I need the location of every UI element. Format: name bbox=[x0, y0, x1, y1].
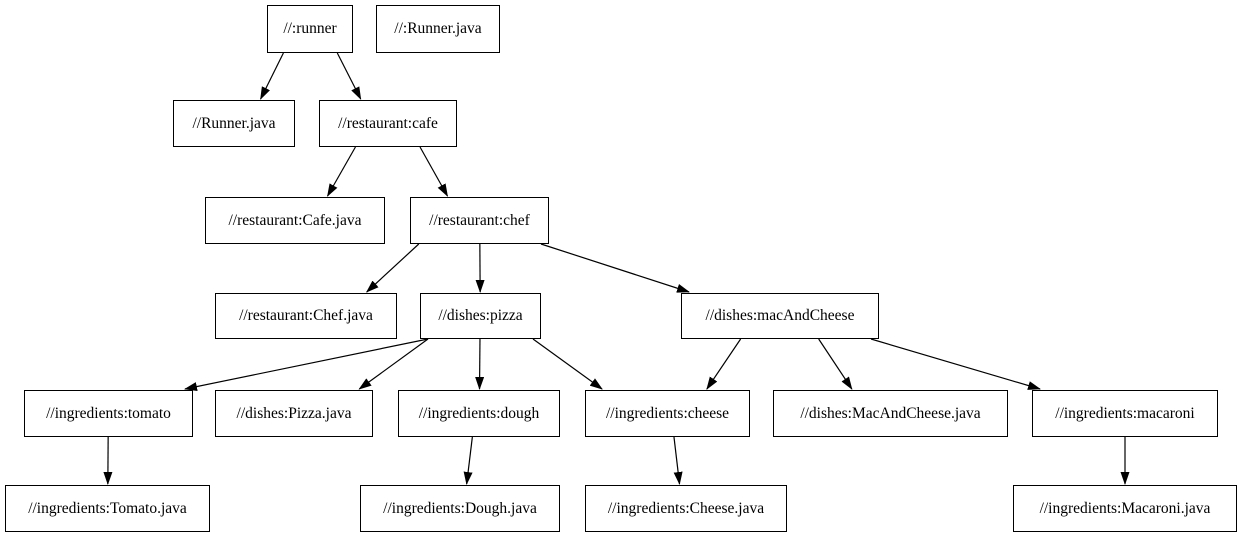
graph-edge-cafe-to-cafe-java bbox=[327, 146, 356, 197]
graph-node-dough: //ingredients:dough bbox=[398, 390, 560, 437]
graph-node-cafe: //restaurant:cafe bbox=[319, 100, 457, 147]
graph-node-label: //ingredients:dough bbox=[418, 404, 540, 422]
graph-node-label: //ingredients:Macaroni.java bbox=[1039, 499, 1211, 517]
graph-node-mac-and-cheese: //dishes:macAndCheese bbox=[681, 293, 879, 339]
graph-edge-dough-to-dough-java bbox=[463, 436, 473, 485]
graph-node-label: //restaurant:chef bbox=[429, 211, 530, 229]
graph-node-mac-java: //dishes:MacAndCheese.java bbox=[773, 390, 1008, 437]
graph-node-label: //ingredients:Cheese.java bbox=[607, 499, 765, 517]
graph-node-chef-java: //restaurant:Chef.java bbox=[215, 293, 397, 339]
graph-node-label: //ingredients:Dough.java bbox=[383, 499, 537, 517]
graph-edge-chef-to-mac-and-cheese bbox=[540, 243, 690, 293]
graph-edge-pizza-to-cheese bbox=[532, 338, 603, 390]
graph-node-runner-java-top: //:Runner.java bbox=[376, 5, 500, 53]
graph-node-cafe-java: //restaurant:Cafe.java bbox=[205, 197, 385, 244]
graph-edge-runner-to-cafe bbox=[336, 52, 362, 100]
graph-node-runner-java: //Runner.java bbox=[173, 100, 295, 147]
graph-node-label: //dishes:Pizza.java bbox=[236, 404, 352, 422]
graph-node-chef: //restaurant:chef bbox=[410, 197, 549, 244]
graph-node-macaroni: //ingredients:macaroni bbox=[1032, 390, 1218, 437]
graph-edge-mac-and-cheese-to-mac-java bbox=[818, 338, 853, 390]
graph-edge-pizza-to-tomato bbox=[184, 338, 429, 391]
graph-edge-cheese-to-cheese-java bbox=[673, 436, 683, 485]
graph-node-label: //restaurant:cafe bbox=[338, 114, 438, 132]
graph-node-label: //ingredients:macaroni bbox=[1055, 404, 1195, 422]
graph-edge-mac-and-cheese-to-cheese bbox=[706, 338, 742, 390]
graph-edge-pizza-to-pizza-java bbox=[358, 338, 429, 390]
graph-edge-cafe-to-chef bbox=[419, 146, 448, 197]
graph-node-label: //restaurant:Cafe.java bbox=[228, 211, 362, 229]
graph-node-macaroni-java: //ingredients:Macaroni.java bbox=[1013, 485, 1237, 532]
graph-node-label: //ingredients:Tomato.java bbox=[28, 499, 187, 517]
graph-node-label: //:Runner.java bbox=[394, 20, 482, 38]
graph-edge-mac-and-cheese-to-macaroni bbox=[870, 338, 1041, 390]
graph-node-runner: //:runner bbox=[267, 5, 353, 53]
graph-node-pizza-java: //dishes:Pizza.java bbox=[215, 390, 373, 437]
graph-node-cheese: //ingredients:cheese bbox=[585, 390, 750, 437]
graph-node-label: //:runner bbox=[283, 20, 337, 38]
graph-node-cheese-java: //ingredients:Cheese.java bbox=[585, 485, 787, 532]
graph-node-label: //dishes:macAndCheese bbox=[705, 307, 855, 325]
graph-node-label: //Runner.java bbox=[192, 114, 276, 132]
graph-node-label: //ingredients:cheese bbox=[605, 404, 730, 422]
graph-edge-runner-to-runner-java bbox=[260, 52, 284, 100]
graph-node-pizza: //dishes:pizza bbox=[420, 293, 541, 339]
graph-node-label: //ingredients:tomato bbox=[46, 404, 171, 422]
graph-node-tomato: //ingredients:tomato bbox=[24, 390, 193, 437]
graph-node-label: //dishes:pizza bbox=[438, 307, 523, 325]
graph-node-label: //restaurant:Chef.java bbox=[239, 307, 373, 325]
graph-edge-chef-to-chef-java bbox=[365, 243, 420, 293]
graph-node-tomato-java: //ingredients:Tomato.java bbox=[5, 485, 210, 532]
graph-node-dough-java: //ingredients:Dough.java bbox=[360, 485, 560, 532]
graph-node-label: //dishes:MacAndCheese.java bbox=[800, 404, 981, 422]
